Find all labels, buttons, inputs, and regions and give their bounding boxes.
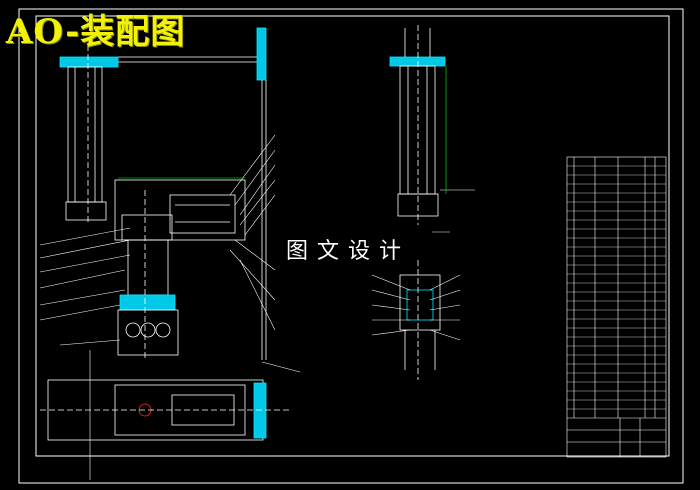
parts-list-rows — [567, 165, 666, 410]
dimension-lines — [118, 66, 447, 194]
leader-lines-left — [39, 227, 131, 480]
side-view-leaders — [371, 189, 475, 341]
drawing-frame — [18, 8, 684, 484]
parts-list-table — [566, 156, 667, 458]
leader-lines-right — [229, 134, 301, 373]
front-view — [40, 27, 290, 441]
watermark-text: 图文设计 — [286, 239, 411, 264]
drawing-title: AO-装配图 — [6, 12, 186, 52]
side-view — [389, 25, 446, 380]
